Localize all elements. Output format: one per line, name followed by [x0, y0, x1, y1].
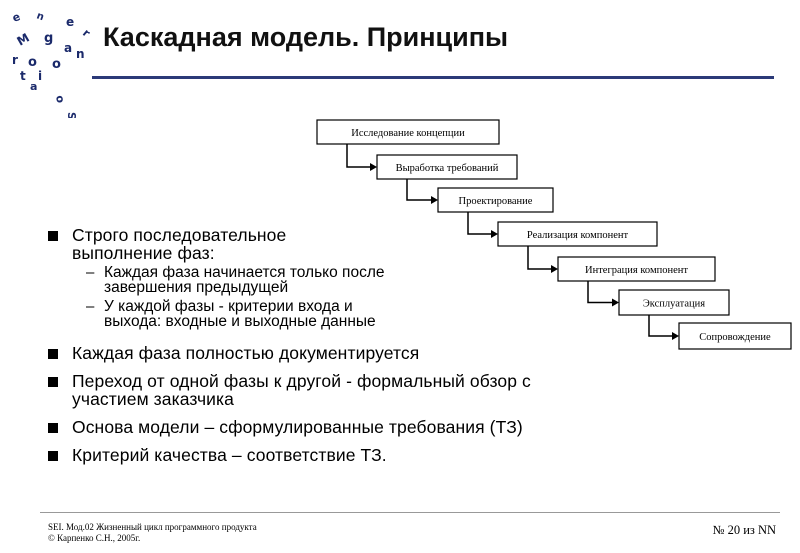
- sub-bullet-text: Каждая фаза начинается только после заве…: [104, 264, 385, 296]
- phase-box-frame: [316, 119, 500, 145]
- logo-letter: g: [44, 31, 53, 46]
- arrow-head: [551, 265, 558, 273]
- sub-bullet-dash: –: [86, 264, 95, 281]
- logo-letter: o: [28, 55, 37, 70]
- arrow-head: [612, 298, 619, 307]
- logo-letter: n: [76, 47, 85, 61]
- phase-label: Сопровождение: [699, 332, 771, 343]
- page-number: № 20 из NN: [712, 523, 776, 537]
- logo-letter: e: [66, 15, 74, 29]
- bullet-text: Строго последовательное выполнение фаз:: [72, 226, 286, 262]
- sub-bullet-dash: –: [86, 298, 95, 315]
- logo-letter: r: [12, 53, 18, 67]
- sei-logo: e n e r M g a n r o o t i a o S: [11, 10, 90, 118]
- phase-label: Исследование концепции: [351, 128, 465, 139]
- logo-letter: o: [52, 57, 61, 72]
- logo-letter: o: [53, 94, 67, 104]
- course-line: SEI. Мод.02 Жизненный цикл программного …: [48, 522, 257, 532]
- bullet-marker: [48, 423, 58, 433]
- bullet-item: Критерий качества – соответствие ТЗ.: [48, 446, 638, 464]
- phase-connector: [587, 281, 613, 304]
- phase-label: Эксплуатация: [643, 299, 705, 310]
- bullet-line: выполнение фаз:: [72, 243, 215, 263]
- phase-label: Выработка требований: [396, 163, 499, 174]
- phase-box: Исследование концепции: [316, 119, 500, 145]
- footer-credits: SEI. Мод.02 Жизненный цикл программного …: [48, 522, 257, 544]
- phase-connector: [406, 179, 432, 201]
- logo-letter: e: [11, 10, 22, 25]
- bullet-line: участием заказчика: [72, 389, 235, 409]
- phase-box: Интеграция компонент: [557, 256, 716, 282]
- sub-bullet-line: У каждой фазы - критерии входа и: [104, 298, 353, 315]
- sub-bullet-item: – У каждой фазы - критерии входа и выход…: [86, 298, 638, 330]
- bullet-item: Переход от одной фазы к другой - формаль…: [48, 372, 638, 408]
- sub-bullet-line: завершения предыдущей: [104, 279, 289, 296]
- arrow-head: [672, 332, 679, 340]
- bullet-item: Строго последовательное выполнение фаз:: [48, 226, 638, 262]
- bullet-text: Переход от одной фазы к другой - формаль…: [72, 372, 531, 408]
- author-line: © Карпенко С.Н., 2005г.: [48, 533, 141, 543]
- arrow-head: [370, 163, 377, 171]
- logo-letter: n: [35, 10, 45, 23]
- title-divider: [92, 76, 774, 79]
- sub-bullet-line: Каждая фаза начинается только после: [104, 264, 385, 281]
- bullet-line: Строго последовательное: [72, 225, 287, 245]
- logo-letter: t: [20, 69, 26, 83]
- phase-box: Проектирование: [437, 187, 554, 213]
- logo-letter: S: [65, 112, 78, 118]
- phase-connector: [527, 246, 552, 270]
- bullet-marker: [48, 451, 58, 461]
- arrow-head: [431, 196, 438, 204]
- phase-label: Интеграция компонент: [585, 265, 688, 276]
- phase-box-frame: [437, 187, 554, 213]
- logo-letter: a: [30, 80, 37, 93]
- bullet-marker: [48, 377, 58, 387]
- sub-bullet-item: – Каждая фаза начинается только после за…: [86, 264, 638, 296]
- phase-connector: [467, 212, 492, 235]
- logo-letter: i: [38, 69, 42, 83]
- phase-box-frame: [497, 221, 658, 247]
- arrow-head: [491, 230, 498, 238]
- phase-label: Проектирование: [459, 196, 533, 207]
- principles-list: Строго последовательное выполнение фаз: …: [48, 226, 638, 464]
- page-title: Каскадная модель. Принципы: [103, 22, 509, 52]
- sub-bullet-line: выхода: входные и выходные данные: [104, 313, 376, 330]
- phase-connector: [648, 315, 673, 337]
- phase-box: Сопровождение: [678, 322, 792, 350]
- bullet-text: Критерий качества – соответствие ТЗ.: [72, 445, 387, 465]
- bullet-marker: [48, 349, 58, 359]
- bullet-marker: [48, 231, 58, 241]
- logo-letter: r: [80, 26, 90, 40]
- phase-box-frame: [376, 154, 518, 180]
- bullet-text: Основа модели – сформулированные требова…: [72, 417, 523, 437]
- logo-letter: a: [64, 41, 72, 55]
- sub-bullet-text: У каждой фазы - критерии входа и выхода:…: [104, 298, 376, 330]
- footer-divider: [40, 512, 780, 513]
- phase-label: Реализация компонент: [527, 230, 629, 241]
- phase-box: Выработка требований: [376, 154, 518, 180]
- bullet-line: Переход от одной фазы к другой - формаль…: [72, 371, 531, 391]
- phase-box-frame: [557, 256, 716, 282]
- bullet-item: Каждая фаза полностью документируется: [48, 344, 638, 362]
- bullet-item: Основа модели – сформулированные требова…: [48, 418, 638, 436]
- bullet-text: Каждая фаза полностью документируется: [72, 343, 420, 363]
- phase-connector: [346, 144, 371, 168]
- phase-box: Реализация компонент: [497, 221, 658, 247]
